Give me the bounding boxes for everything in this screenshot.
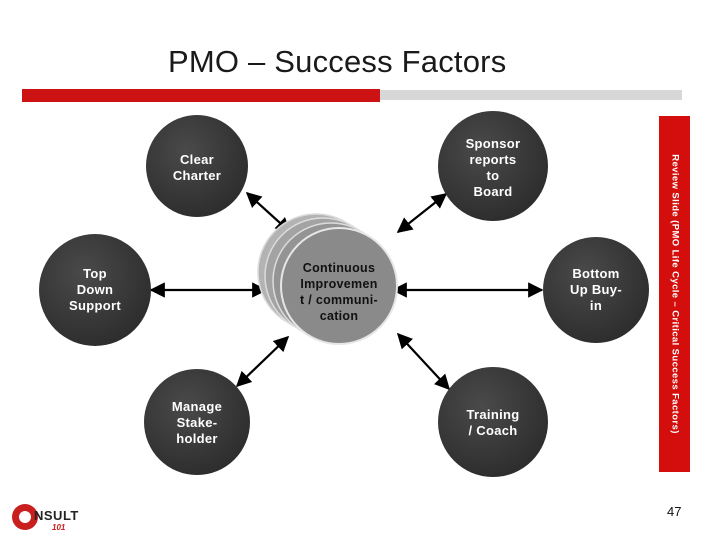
logo-ring-icon xyxy=(12,504,38,530)
center-circle xyxy=(257,213,398,345)
side-note-panel: Review Slide (PMO Life Cycle – Critical … xyxy=(659,116,690,472)
label-center: Continuous Improvemen t / communi- catio… xyxy=(300,261,378,323)
label-sponsor-reports: Sponsor reports to Board xyxy=(465,136,521,199)
label-top-down-support: Top Down Support xyxy=(69,266,121,313)
logo-sub-text: 101 xyxy=(52,523,66,532)
node-manage-stakeholder xyxy=(144,369,250,475)
page-number: 47 xyxy=(667,504,682,519)
logo-main-text: NSULT xyxy=(34,508,79,523)
node-bottom-up-buyin xyxy=(543,237,649,343)
node-training-coach xyxy=(438,367,548,477)
label-training-coach: Training / Coach xyxy=(466,407,520,438)
label-clear-charter: Clear Charter xyxy=(172,152,222,183)
arrow-manage-stakeholder xyxy=(235,335,290,388)
slide-title: PMO – Success Factors xyxy=(168,44,507,79)
label-manage-stakeholder: Manage Stake- holder xyxy=(171,399,223,446)
side-note-text: Review Slide (PMO Life Cycle – Critical … xyxy=(669,154,680,434)
title-underline-red xyxy=(22,89,380,102)
node-clear-charter xyxy=(146,115,248,217)
label-bottom-up-buyin: Bottom Up Buy- in xyxy=(570,266,622,313)
node-sponsor-reports xyxy=(438,111,548,221)
arrow-sponsor-reports xyxy=(396,193,448,233)
arrow-training-coach xyxy=(396,332,451,391)
consult-logo: NSULT 101 xyxy=(12,500,82,536)
node-top-down-support xyxy=(39,234,151,346)
